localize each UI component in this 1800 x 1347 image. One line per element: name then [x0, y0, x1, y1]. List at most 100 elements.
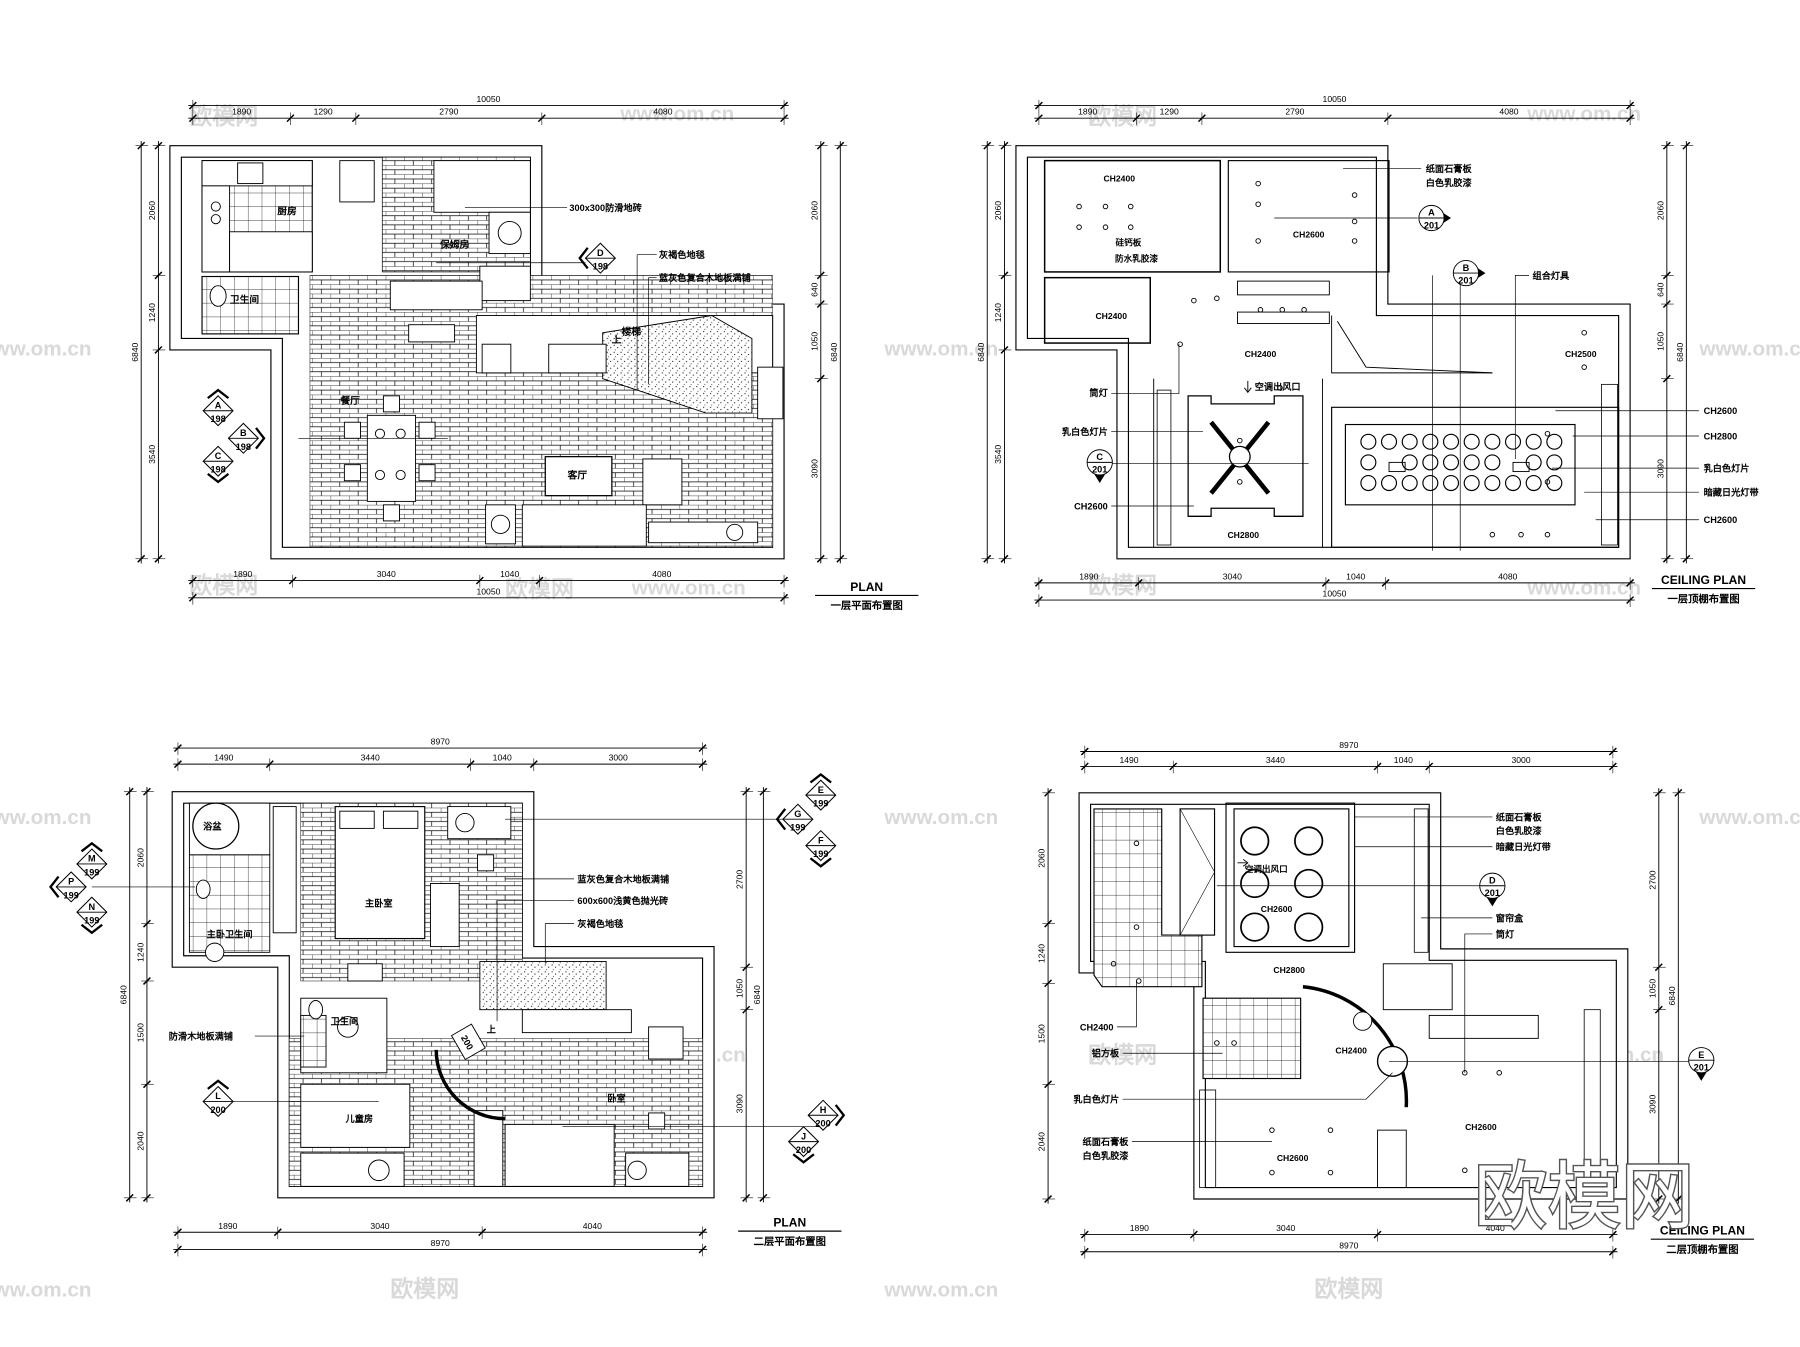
- dimension-label: 1050: [1647, 979, 1657, 998]
- annotation-note: 乳白色灯片: [1062, 426, 1108, 437]
- marker-letter: D: [1489, 875, 1496, 885]
- dimension-label: 1240: [147, 303, 157, 322]
- marker-arrow-icon: [578, 247, 589, 270]
- pendant-light-icon: [1294, 868, 1324, 899]
- annotation-note: 组合灯具: [1533, 270, 1571, 281]
- marker-arrow-icon: [207, 472, 230, 484]
- pendant-light-icon: [1525, 433, 1542, 450]
- downlight-icon: [1076, 224, 1082, 230]
- maid-room-ceiling-panel: [1227, 160, 1390, 273]
- dimension-total-label: 6840: [1675, 342, 1685, 361]
- dimension-label: 1040: [1394, 755, 1413, 765]
- marker-letter: B: [240, 428, 247, 438]
- marker-arrow-icon: [207, 1079, 230, 1090]
- dimension-total-label: 8970: [431, 737, 450, 747]
- marker-box: [450, 1023, 486, 1061]
- chandelier-hub-icon: [1228, 445, 1251, 468]
- dimension-label: 4080: [1499, 107, 1518, 117]
- marker-sheet-number: 201: [1424, 220, 1439, 230]
- leader-line: [496, 900, 574, 1022]
- room-label: CH2600: [1293, 230, 1325, 240]
- room-label: 主卧室: [365, 897, 393, 908]
- annotation-note: 暗藏日光灯带: [1496, 841, 1551, 852]
- pendant-light-icon: [1294, 912, 1324, 942]
- wardrobe-outline: [1179, 808, 1215, 936]
- dimension-total-label: 6840: [976, 342, 986, 361]
- pillow-icon: [339, 810, 375, 829]
- dimension-label: 1240: [135, 943, 145, 962]
- dimension-total-label: 6840: [118, 985, 128, 1004]
- room-label: CH2600: [1261, 904, 1293, 914]
- marker-arrow-icon: [255, 427, 266, 450]
- annotation-note: 蓝灰色复合木地板满铺: [577, 873, 669, 884]
- annotation-note: 纸面石膏板: [1426, 163, 1473, 174]
- pillow-icon: [382, 810, 419, 829]
- pendant-light-icon: [1546, 475, 1563, 492]
- curved-glass-wall: [434, 1049, 506, 1121]
- wardrobe-icon: [473, 1110, 504, 1187]
- annotation-note: 铝方板: [1092, 1048, 1120, 1059]
- pendant-light-icon: [1294, 826, 1324, 856]
- room-label: CH2800: [1273, 965, 1305, 975]
- pendant-light-icon: [1422, 433, 1439, 450]
- shower-tile: [300, 1014, 327, 1068]
- watermark-url: www.om.cn: [0, 806, 91, 829]
- room-label: 防水乳胶漆: [1115, 253, 1158, 264]
- marker-letter: A: [215, 400, 222, 410]
- interior-wall-line: [1089, 803, 1617, 1189]
- curtain-box: [1583, 1009, 1601, 1183]
- chair-icon: [382, 395, 400, 413]
- room-label: CH2800: [1227, 530, 1259, 540]
- stair-section-marker[interactable]: 200: [450, 1023, 486, 1061]
- chair-icon: [382, 504, 400, 522]
- pendant-light-icon: [1442, 433, 1460, 450]
- pendant-light-icon: [1401, 433, 1418, 450]
- marker-arrow-icon: [834, 1104, 846, 1127]
- room-label: 卫生间: [230, 293, 260, 306]
- dimension-label: 2040: [1037, 1132, 1047, 1151]
- desk-icon: [625, 1152, 690, 1187]
- dimension-label: 1890: [232, 107, 251, 117]
- dimension-label: 2790: [439, 107, 458, 117]
- dimension-label: 4080: [1498, 571, 1517, 581]
- room-label: 客厅: [567, 468, 588, 481]
- sink-icon: [237, 162, 264, 185]
- downlight-icon: [1277, 385, 1283, 391]
- pendant-light-icon: [1463, 433, 1480, 450]
- downlight-icon: [1269, 1127, 1275, 1133]
- coffee-table: [544, 456, 613, 497]
- stove-burner-icon: [210, 214, 221, 225]
- marker-letter: C: [1096, 452, 1103, 462]
- interior-wall-line: [1026, 156, 1620, 548]
- leader-line: [544, 923, 574, 964]
- room-label: CH2500: [1565, 349, 1597, 359]
- living-ceiling-step: [1331, 406, 1620, 548]
- dimension-label: 3090: [735, 1094, 745, 1113]
- dimension-label: 3090: [1647, 1095, 1657, 1114]
- shoe-cabinet-outline: [1237, 280, 1330, 296]
- wardrobe-icon: [521, 1009, 632, 1034]
- downlight-icon: [1177, 341, 1183, 347]
- pendant-light-icon: [1504, 433, 1522, 450]
- dimension-total-label: 10050: [477, 586, 501, 596]
- dimension-label: 1890: [218, 1221, 237, 1231]
